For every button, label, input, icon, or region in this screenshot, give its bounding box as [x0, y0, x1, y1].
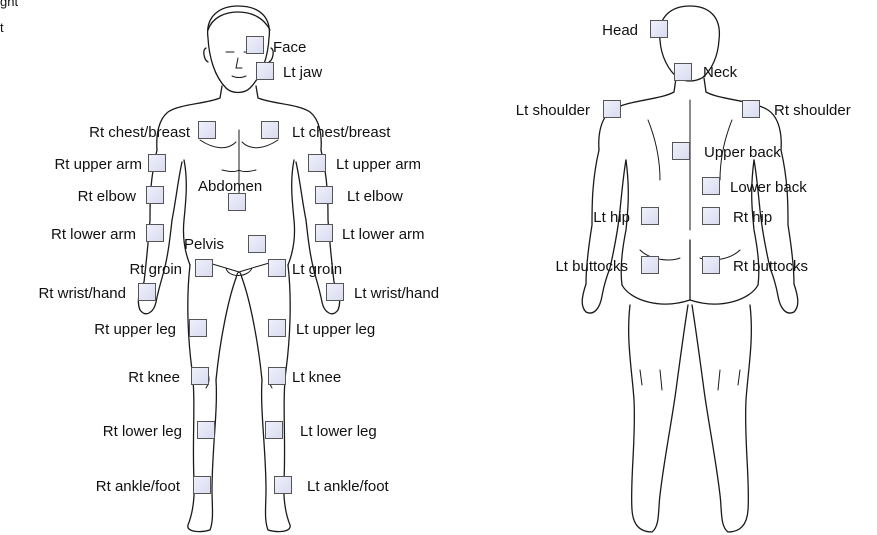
checkbox-lt-shoulder[interactable]	[603, 100, 621, 118]
label-rt-ankle-foot: Rt ankle/foot	[40, 478, 180, 495]
checkbox-lt-lower-leg[interactable]	[265, 421, 283, 439]
label-face: Face	[273, 39, 306, 56]
checkbox-rt-hip[interactable]	[702, 207, 720, 225]
label-head: Head	[560, 22, 638, 39]
checkbox-lt-lower-arm[interactable]	[315, 224, 333, 242]
checkbox-rt-lower-leg[interactable]	[197, 421, 215, 439]
checkbox-rt-lower-arm[interactable]	[146, 224, 164, 242]
checkbox-neck[interactable]	[674, 63, 692, 81]
label-rt-elbow: Rt elbow	[20, 188, 136, 205]
checkbox-head[interactable]	[650, 20, 668, 38]
label-rt-lower-leg: Rt lower leg	[40, 423, 182, 440]
checkbox-lt-groin[interactable]	[268, 259, 286, 277]
checkbox-rt-upper-arm[interactable]	[148, 154, 166, 172]
label-lower-back: Lower back	[730, 179, 807, 196]
label-lt-lower-leg: Lt lower leg	[300, 423, 377, 440]
label-lt-knee: Lt knee	[292, 369, 341, 386]
label-lt-buttocks: Lt buttocks	[510, 258, 628, 275]
checkbox-face[interactable]	[246, 36, 264, 54]
label-rt-lower-arm: Rt lower arm	[0, 226, 136, 243]
label-rt-knee: Rt knee	[60, 369, 180, 386]
checkbox-lt-upper-arm[interactable]	[308, 154, 326, 172]
checkbox-rt-groin[interactable]	[195, 259, 213, 277]
checkbox-lt-elbow[interactable]	[315, 186, 333, 204]
checkbox-abdomen[interactable]	[228, 193, 246, 211]
label-lt-lower-arm: Lt lower arm	[342, 226, 425, 243]
label-lt-elbow: Lt elbow	[347, 188, 403, 205]
checkbox-rt-upper-leg[interactable]	[189, 319, 207, 337]
checkbox-rt-wrist-hand[interactable]	[138, 283, 156, 301]
checkbox-lt-buttocks[interactable]	[641, 256, 659, 274]
checkbox-rt-buttocks[interactable]	[702, 256, 720, 274]
checkbox-lt-chest-breast[interactable]	[261, 121, 279, 139]
label-rt-groin: Rt groin	[80, 261, 182, 278]
checkbox-upper-back[interactable]	[672, 142, 690, 160]
label-lt-upper-leg: Lt upper leg	[296, 321, 375, 338]
label-lt-shoulder: Lt shoulder	[480, 102, 590, 119]
label-lt-wrist-hand: Lt wrist/hand	[354, 285, 439, 302]
label-rt-shoulder: Rt shoulder	[774, 102, 851, 119]
checkbox-rt-knee[interactable]	[191, 367, 209, 385]
checkbox-lt-wrist-hand[interactable]	[326, 283, 344, 301]
checkbox-lower-back[interactable]	[702, 177, 720, 195]
checkbox-lt-hip[interactable]	[641, 207, 659, 225]
label-rt-buttocks: Rt buttocks	[733, 258, 808, 275]
checkbox-lt-ankle-foot[interactable]	[274, 476, 292, 494]
checkbox-rt-chest-breast[interactable]	[198, 121, 216, 139]
label-lt-jaw: Lt jaw	[283, 64, 322, 81]
checkbox-lt-upper-leg[interactable]	[268, 319, 286, 337]
label-lt-upper-arm: Lt upper arm	[336, 156, 421, 173]
label-lt-chest-breast: Lt chest/breast	[292, 124, 390, 141]
checkbox-rt-shoulder[interactable]	[742, 100, 760, 118]
label-pelvis: Pelvis	[184, 236, 224, 253]
label-lt-hip: Lt hip	[560, 209, 630, 226]
label-rt-wrist-hand: Rt wrist/hand	[0, 285, 126, 302]
checkbox-rt-elbow[interactable]	[146, 186, 164, 204]
label-rt-upper-leg: Rt upper leg	[40, 321, 176, 338]
checkbox-lt-jaw[interactable]	[256, 62, 274, 80]
label-upper-back: Upper back	[704, 144, 781, 161]
checkbox-lt-knee[interactable]	[268, 367, 286, 385]
checkbox-pelvis[interactable]	[248, 235, 266, 253]
label-lt-groin: Lt groin	[292, 261, 342, 278]
label-rt-hip: Rt hip	[733, 209, 772, 226]
label-lt-ankle-foot: Lt ankle/foot	[307, 478, 389, 495]
label-rt-upper-arm: Rt upper arm	[0, 156, 142, 173]
checkbox-rt-ankle-foot[interactable]	[193, 476, 211, 494]
label-neck: Neck	[703, 64, 737, 81]
label-rt-chest-breast: Rt chest/breast	[40, 124, 190, 141]
